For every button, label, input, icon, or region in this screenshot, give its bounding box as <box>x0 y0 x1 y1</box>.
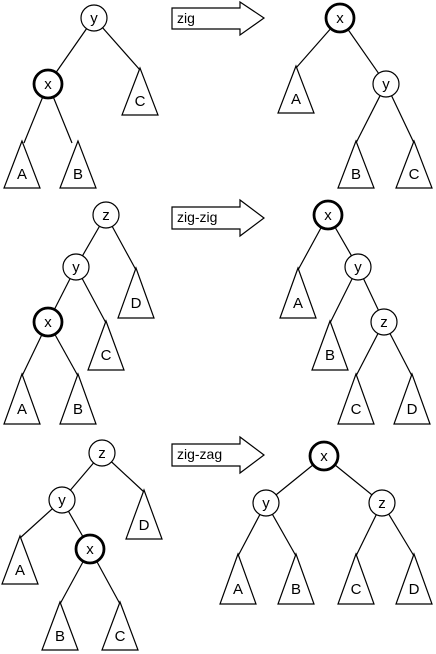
zigzig-after-subtree-d <box>393 372 431 425</box>
zig-before-node-y <box>80 4 108 32</box>
zigzig-after-subtree-c-label: C <box>351 401 362 418</box>
zigzig-before-subtree-a-label: A <box>17 401 27 418</box>
zig-after-node-y-label: y <box>382 76 390 93</box>
zig-after-node-y <box>372 70 400 98</box>
zigzig-after-subtree-a <box>279 266 317 319</box>
zigzig-before-subtree-b <box>59 372 97 425</box>
zigzag-arrow-label: zig-zag <box>177 446 222 462</box>
zigzag-before-node-y-label: y <box>58 492 66 509</box>
zigzig-before-node-x-label: x <box>44 314 52 331</box>
zigzag-after-subtree-c-label: C <box>351 581 362 598</box>
zigzag-after-node-z <box>368 489 396 517</box>
zigzig-before-subtree-c-label: C <box>101 347 112 364</box>
zigzag-before-subtree-d <box>125 488 163 540</box>
zigzig-before-subtree-c <box>87 319 125 371</box>
zig-before-subtree-a-label: A <box>17 166 27 183</box>
zigzag-after-subtree-b <box>277 552 315 605</box>
zig-after-subtree-c-label: C <box>409 166 420 183</box>
zig-before-subtree-b-label: B <box>73 166 83 183</box>
zigzig-after-node-z-label: z <box>380 314 388 331</box>
zigzag-after-subtree-c <box>337 552 375 605</box>
zigzag-before-subtree-b <box>41 600 79 651</box>
zigzig-before-node-y <box>62 253 90 281</box>
zig-after-node-x <box>324 2 356 34</box>
zig-before-subtree-c <box>121 66 159 116</box>
zigzig-after-subtree-c <box>337 372 375 425</box>
zig-arrow-label: zig <box>177 10 195 26</box>
zigzag-before-subtree-a <box>1 534 39 585</box>
zigzag-after-node-z-label: z <box>378 495 386 512</box>
zigzag-before-subtree-a-label: A <box>15 562 25 579</box>
zigzag-after-node-x <box>308 440 340 472</box>
zigzig-before-tree: D C A B z y x <box>3 201 155 425</box>
zigzag-after-subtree-d-label: D <box>409 581 420 598</box>
zigzag-before-node-y <box>48 486 76 514</box>
zigzig-before-node-z-label: z <box>102 207 110 224</box>
zigzig-after-node-z <box>370 308 398 336</box>
zigzag-after-subtree-b-label: B <box>291 581 301 598</box>
zigzig-after-node-x <box>312 199 344 231</box>
zig-after-subtree-c <box>395 139 433 189</box>
zigzig-before-node-z <box>92 201 120 229</box>
zigzag-after-node-y <box>252 489 280 517</box>
zig-after-node-x-label: x <box>336 10 344 27</box>
zigzag-before-subtree-b-label: B <box>55 628 65 645</box>
zigzag-after-subtree-a-label: A <box>233 581 243 598</box>
zigzig-arrow: zig-zig <box>171 198 265 238</box>
zigzig-after-subtree-b-label: B <box>325 347 335 364</box>
zigzig-before-subtree-a <box>3 372 41 425</box>
zigzag-before-node-x <box>74 533 106 565</box>
zig-arrow: zig <box>171 0 266 37</box>
zigzig-after-node-y-label: y <box>354 259 362 276</box>
zigzag-after-subtree-d <box>395 552 433 605</box>
zigzig-after-subtree-d-label: D <box>407 401 418 418</box>
zigzig-after-subtree-b <box>311 319 349 371</box>
zig-after-tree: A B C x y <box>277 2 433 189</box>
zig-before-subtree-b <box>59 139 97 189</box>
zig-after-subtree-a <box>277 64 315 114</box>
zig-before-node-x <box>32 68 64 100</box>
zigzig-after-node-y <box>344 253 372 281</box>
zigzag-arrow: zig-zag <box>171 435 265 475</box>
zigzag-before-subtree-d-label: D <box>139 517 150 534</box>
zigzag-after-tree: A B C D x y z <box>219 440 433 605</box>
zigzig-before-subtree-b-label: B <box>73 401 83 418</box>
zigzig-after-tree: A B C D x y z <box>279 199 431 425</box>
zigzig-before-node-x <box>32 306 64 338</box>
zig-before-subtree-c-label: C <box>135 93 146 110</box>
zigzig-after-node-x-label: x <box>324 207 332 224</box>
zigzag-after-node-x-label: x <box>320 448 328 465</box>
zigzig-before-node-y-label: y <box>72 259 80 276</box>
zig-after-subtree-a-label: A <box>291 91 301 108</box>
zigzig-before-subtree-d-label: D <box>131 295 142 312</box>
zig-after-subtree-b-label: B <box>351 166 361 183</box>
zigzag-after-node-y-label: y <box>262 495 270 512</box>
zigzag-before-subtree-c <box>101 600 139 651</box>
zig-before-node-x-label: x <box>44 76 52 93</box>
zigzig-after-subtree-a-label: A <box>293 295 303 312</box>
zigzig-arrow-label: zig-zig <box>177 209 217 225</box>
zig-before-subtree-a <box>3 139 41 189</box>
zigzag-before-subtree-c-label: C <box>115 628 126 645</box>
zigzag-before-node-z-label: z <box>98 445 106 462</box>
zigzag-before-tree: D A B C z y x <box>1 439 163 651</box>
zig-before-tree: C A B y x <box>3 4 159 189</box>
zigzag-before-node-z <box>88 439 116 467</box>
zig-after-subtree-b <box>337 139 375 189</box>
zigzig-before-subtree-d <box>117 266 155 319</box>
zigzag-after-subtree-a <box>219 552 257 605</box>
zigzag-before-node-x-label: x <box>86 541 94 558</box>
zig-before-node-y-label: y <box>90 10 98 27</box>
